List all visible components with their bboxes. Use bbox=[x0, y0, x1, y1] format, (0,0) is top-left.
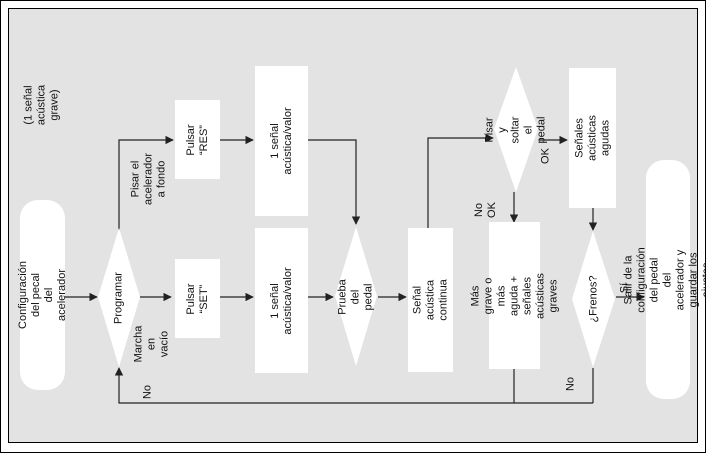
salir-label: Salir de la configuración del pedal del … bbox=[622, 246, 706, 313]
arrow-programar-to-res bbox=[118, 135, 174, 238]
senales-agudas-label: Señales acústicas agudas bbox=[573, 115, 611, 161]
no-ok-label: No OK bbox=[473, 202, 498, 218]
senal-continua-label: Señal acústica continua bbox=[411, 279, 449, 321]
senal-valor-bottom-node: 1 señal acústica/valor bbox=[255, 228, 308, 373]
nota-grave-label: (1 señal acústica grave) bbox=[22, 84, 61, 126]
pisar-acelerador-label: Pisar el acelerador a fondo bbox=[129, 153, 168, 205]
prueba-pedal-label: Prueba del pedal bbox=[336, 278, 375, 315]
arrow-continua-to-pisar bbox=[427, 133, 494, 228]
mas-grave-node: Más grave o más aguda + señales acústica… bbox=[469, 222, 559, 369]
programar-decision: Programar bbox=[97, 227, 141, 368]
start-label: Configuración del pecal del acelerador bbox=[16, 261, 68, 329]
start-node: Configuración del pecal del acelerador bbox=[17, 200, 68, 390]
pisar-soltar-decision: Pisar y soltar el pedal bbox=[484, 66, 548, 193]
mas-grave-label: Más grave o más aguda + señales acústica… bbox=[469, 272, 559, 319]
arrow-top-to-prueba bbox=[308, 139, 361, 225]
salir-node: Salir de la configuración del pedal del … bbox=[623, 160, 706, 399]
no-bottom-label: No bbox=[141, 384, 154, 400]
arrow-loop-to-programar bbox=[114, 367, 593, 404]
frenos-label: ¿Frenos? bbox=[587, 275, 599, 323]
senal-valor-bottom-label: 1 señal acústica/valor bbox=[268, 266, 294, 335]
no-right-label: No bbox=[564, 376, 577, 392]
pulsar-set-node: Pulsar “SET” bbox=[175, 259, 220, 338]
senales-agudas-node: Señales acústicas agudas bbox=[569, 68, 616, 208]
pulsar-res-label: Pulsar “RES” bbox=[184, 123, 210, 156]
senal-valor-top-node: 1 señal acústica/valor bbox=[255, 66, 308, 216]
pisar-soltar-label: Pisar y soltar el pedal bbox=[483, 116, 548, 143]
pulsar-res-node: Pulsar “RES” bbox=[175, 100, 220, 179]
senal-continua-node: Señal acústica continua bbox=[408, 228, 453, 372]
ok-label: OK bbox=[539, 148, 552, 164]
frenos-decision: ¿Frenos? bbox=[571, 230, 616, 368]
marcha-vacio-label: Marcha en vacío bbox=[132, 325, 171, 363]
programar-label: Programar bbox=[112, 271, 125, 324]
senal-valor-top-label: 1 señal acústica/valor bbox=[268, 107, 294, 175]
prueba-pedal-decision: Prueba del pedal bbox=[334, 226, 378, 367]
pulsar-set-label: Pulsar “SET” bbox=[184, 282, 210, 315]
